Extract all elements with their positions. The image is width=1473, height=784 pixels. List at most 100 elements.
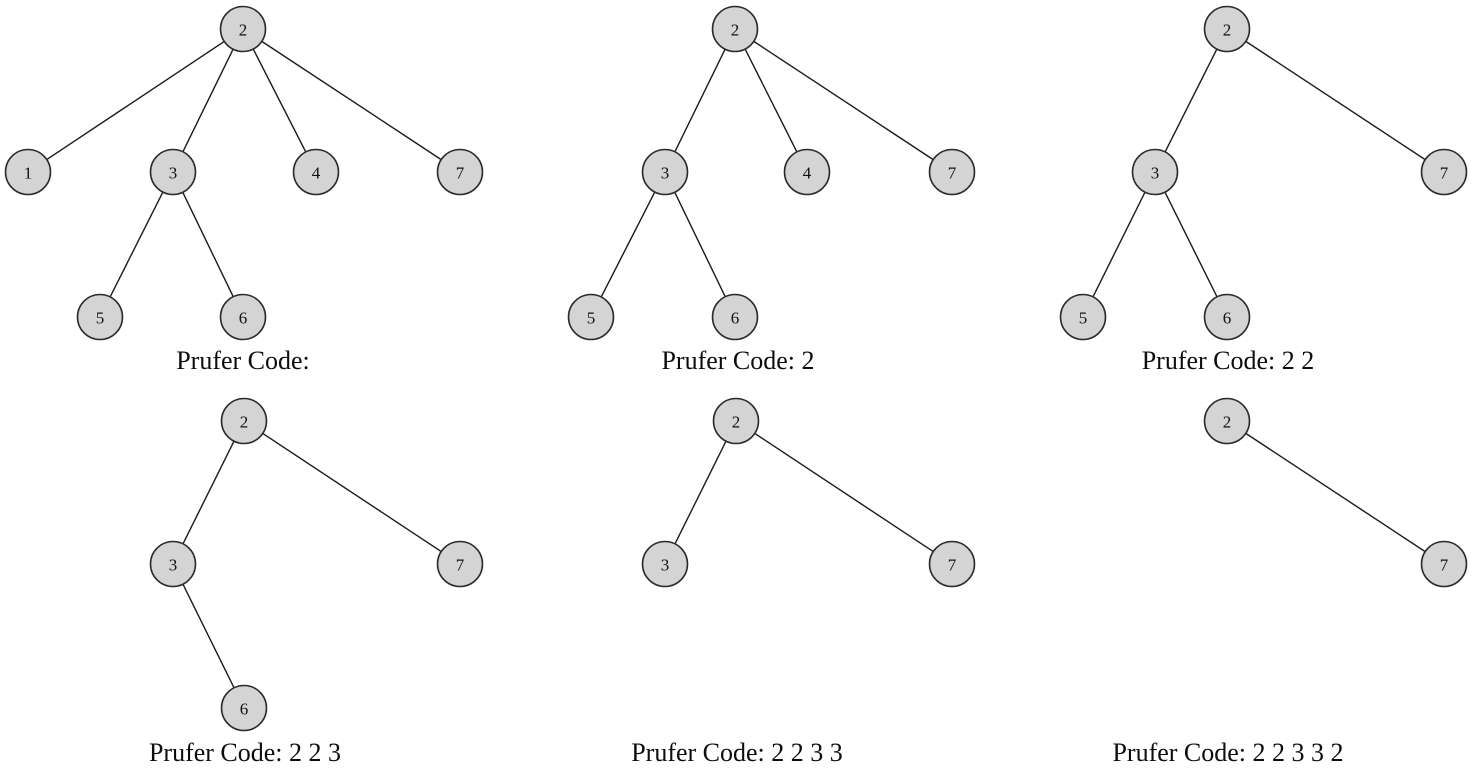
node-circle: [928, 148, 976, 196]
tree-node[interactable]: 7: [928, 540, 976, 588]
prufer-code-caption: Prufer Code:: [176, 346, 310, 375]
tree-node[interactable]: 3: [1131, 148, 1179, 196]
tree-node[interactable]: 5: [76, 293, 124, 341]
tree-node[interactable]: 2: [711, 5, 759, 53]
tree-edge: [674, 440, 727, 545]
node-circle: [1420, 148, 1468, 196]
node-circle: [1203, 397, 1251, 445]
tree-node[interactable]: 6: [220, 684, 268, 732]
node-circle: [928, 540, 976, 588]
node-label: 3: [661, 164, 670, 183]
panel-5-graph: 2 3 7: [641, 397, 976, 588]
node-label: 4: [803, 164, 812, 183]
tree-node[interactable]: 2: [712, 397, 760, 445]
node-circle: [783, 148, 831, 196]
node-label: 1: [24, 164, 33, 183]
panel-3-graph: 2 3 7 5 6: [1059, 5, 1468, 341]
node-label: 2: [731, 21, 740, 40]
panel-6-graph: 27: [1203, 397, 1468, 588]
tree-edge: [1164, 48, 1218, 153]
node-circle: [711, 5, 759, 53]
node-circle: [292, 148, 340, 196]
node-label: 4: [312, 164, 321, 183]
tree-node[interactable]: 6: [711, 293, 759, 341]
panel-1-graph: 2 1 3 4 7 5 6: [4, 5, 484, 341]
tree-node[interactable]: 7: [436, 148, 484, 196]
tree-node[interactable]: 7: [436, 540, 484, 588]
tree-edge: [754, 432, 934, 553]
panel-4-graph: 2 3 7 6: [149, 397, 484, 732]
tree-node[interactable]: 1: [4, 148, 52, 196]
node-label: 3: [1151, 164, 1160, 183]
node-circle: [149, 540, 197, 588]
tree-edge: [46, 40, 225, 161]
node-circle: [220, 684, 268, 732]
tree-edge: [744, 48, 798, 153]
node-label: 5: [1079, 309, 1088, 328]
tree-edge: [753, 40, 934, 161]
node-label: 3: [661, 556, 670, 575]
node-circle: [712, 397, 760, 445]
node-circle: [76, 293, 124, 341]
node-label: 3: [169, 164, 178, 183]
tree-edge: [674, 48, 726, 153]
node-label: 6: [731, 309, 740, 328]
node-circle: [220, 397, 268, 445]
node-circle: [641, 148, 689, 196]
node-label: 6: [240, 700, 249, 719]
tree-edge: [600, 191, 656, 298]
node-label: 6: [239, 309, 248, 328]
tree-node[interactable]: 7: [1420, 148, 1468, 196]
node-circle: [641, 540, 689, 588]
node-label: 7: [456, 556, 465, 575]
tree-edge: [1164, 191, 1218, 298]
tree-node[interactable]: 7: [928, 148, 976, 196]
node-label: 2: [240, 413, 249, 432]
tree-edge: [182, 48, 234, 153]
node-circle: [1059, 293, 1107, 341]
node-label: 3: [169, 556, 178, 575]
node-label: 7: [948, 164, 957, 183]
tree-node[interactable]: 2: [219, 5, 267, 53]
node-label: 6: [1223, 309, 1232, 328]
node-circle: [436, 148, 484, 196]
tree-edge: [674, 191, 726, 298]
node-label: 2: [1223, 413, 1232, 432]
tree-node[interactable]: 6: [219, 293, 267, 341]
tree-node[interactable]: 2: [1203, 397, 1251, 445]
tree-node[interactable]: 7: [1420, 540, 1468, 588]
tree-node[interactable]: 3: [641, 540, 689, 588]
tree-edge: [109, 191, 164, 298]
node-circle: [219, 293, 267, 341]
prufer-code-caption: Prufer Code: 2 2 3: [148, 738, 342, 767]
node-label: 5: [96, 309, 105, 328]
prufer-code-caption: Prufer Code: 2 2 3 3: [631, 738, 843, 767]
node-circle: [1420, 540, 1468, 588]
node-circle: [219, 5, 267, 53]
tree-node[interactable]: 4: [292, 148, 340, 196]
node-circle: [711, 293, 759, 341]
tree-node[interactable]: 3: [641, 148, 689, 196]
tree-edge: [182, 191, 234, 298]
tree-node[interactable]: 3: [149, 148, 197, 196]
tree-node[interactable]: 2: [220, 397, 268, 445]
tree-edge: [1245, 40, 1426, 161]
tree-node[interactable]: 5: [1059, 293, 1107, 341]
prufer-code-caption: Prufer Code: 2 2: [1141, 346, 1315, 375]
tree-node[interactable]: 6: [1203, 293, 1251, 341]
tree-node[interactable]: 2: [1203, 5, 1251, 53]
node-circle: [567, 293, 615, 341]
panel-2-graph: 2 3 4 7 5 6: [567, 5, 976, 341]
tree-edge: [1245, 432, 1426, 553]
prufer-code-caption: Prufer Code: 2 2 3 3 2: [1112, 738, 1344, 767]
node-circle: [1203, 5, 1251, 53]
tree-node[interactable]: 4: [783, 148, 831, 196]
tree-edge: [182, 583, 235, 689]
tree-node[interactable]: 3: [149, 540, 197, 588]
node-circle: [149, 148, 197, 196]
tree-node[interactable]: 5: [567, 293, 615, 341]
node-label: 2: [239, 21, 248, 40]
tree-edge: [252, 48, 307, 153]
